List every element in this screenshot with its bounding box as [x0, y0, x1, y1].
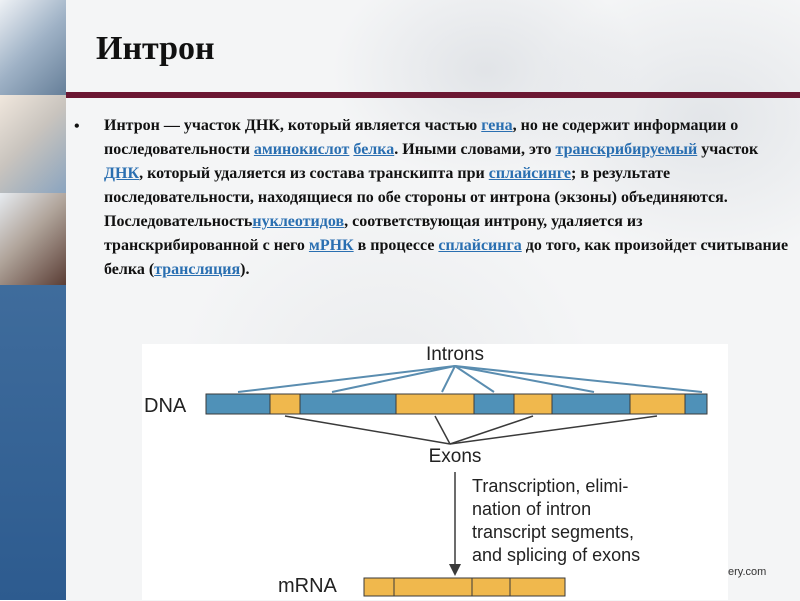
dna-label: DNA [144, 395, 187, 417]
exon-pointer-2 [434, 415, 451, 445]
intron-diagram: Introns DNA Exons [142, 344, 728, 600]
photo-lab-worker [0, 0, 66, 96]
text-segment: до того, как произойдет считывание белка… [104, 237, 789, 278]
link-transcribed[interactable]: транскрибируемый [555, 141, 698, 158]
text-segment: в процессе [353, 237, 439, 254]
text-segment: Интрон — участок ДНК, который является ч… [104, 117, 482, 134]
page-title: Интрон [96, 30, 215, 67]
link-protein[interactable]: белка [353, 141, 395, 158]
exon-pointer-4 [449, 415, 658, 445]
text-segment: ). [240, 261, 250, 278]
exons-label: Exons [429, 446, 482, 467]
intron-pointer-2 [331, 365, 456, 393]
blue-panel [0, 285, 66, 601]
dna-exon-segment [395, 393, 475, 415]
process-line-3: transcript segments, [472, 522, 634, 542]
mrna-exon-segment [393, 577, 473, 597]
intron-pointer-3 [441, 365, 456, 393]
text-segment: участок [697, 141, 759, 158]
intron-pointer-1 [237, 365, 456, 393]
exon-pointer-lines [284, 415, 658, 445]
mrna-exon-segment [471, 577, 511, 597]
dna-intron-segment [473, 393, 515, 415]
text-segment: , но не содержит информации о последоват… [104, 117, 739, 158]
text-segment: , который удаляется из состава транскипт… [139, 165, 489, 182]
intron-pointer-5 [454, 365, 595, 393]
mrna-label: mRNA [278, 575, 338, 597]
link-gene[interactable]: гена [481, 117, 513, 134]
link-amino-acids[interactable]: аминокислот [253, 141, 350, 158]
mrna-exon-segment [509, 577, 566, 597]
link-dna[interactable]: ДНК [104, 165, 140, 182]
dna-exon-segment [269, 393, 301, 415]
link-mrna[interactable]: мРНК [308, 237, 354, 254]
intron-pointer-lines [237, 365, 703, 393]
dna-strand [205, 393, 708, 415]
process-line-1: Transcription, elimi- [472, 476, 628, 496]
title-divider [66, 92, 800, 98]
intron-pointer-4 [454, 365, 495, 393]
dna-exon-segment [629, 393, 686, 415]
link-translation[interactable]: трансляция [154, 261, 241, 278]
exon-pointer-3 [449, 415, 534, 445]
link-splicing-2[interactable]: сплайсинга [438, 237, 522, 254]
left-photo-strip [0, 0, 66, 601]
link-nucleotides[interactable]: нуклеотидов [252, 213, 345, 230]
text-segment: . Иными словами, это [394, 141, 556, 158]
intron-pointer-6 [454, 365, 703, 393]
text-segment: , соответствующая интрону, удаляется из … [104, 213, 643, 254]
footer-url: ery.com [728, 566, 767, 578]
process-line-2: nation of intron [472, 499, 591, 519]
intron-definition: Интрон — участок ДНК, который является ч… [104, 114, 794, 282]
dna-intron-segment [299, 393, 397, 415]
mrna-exon-segment [363, 577, 395, 597]
exon-pointer-1 [284, 415, 451, 445]
text-segment: ; в результате последовательности, наход… [104, 165, 728, 230]
process-arrow-head [449, 564, 461, 576]
dna-exon-segment [513, 393, 553, 415]
process-line-4: and splicing of exons [472, 545, 640, 565]
mrna-strand [363, 577, 566, 597]
dna-intron-segment [684, 393, 708, 415]
diagram-svg: Introns DNA Exons [144, 344, 708, 597]
introns-label: Introns [426, 344, 484, 365]
photo-doctor [0, 95, 66, 194]
dna-intron-segment [551, 393, 631, 415]
photo-blood-pressure [0, 193, 66, 286]
link-splicing[interactable]: сплайсинге [488, 165, 571, 182]
bullet-marker: • [74, 118, 80, 135]
dna-intron-segment [205, 393, 271, 415]
